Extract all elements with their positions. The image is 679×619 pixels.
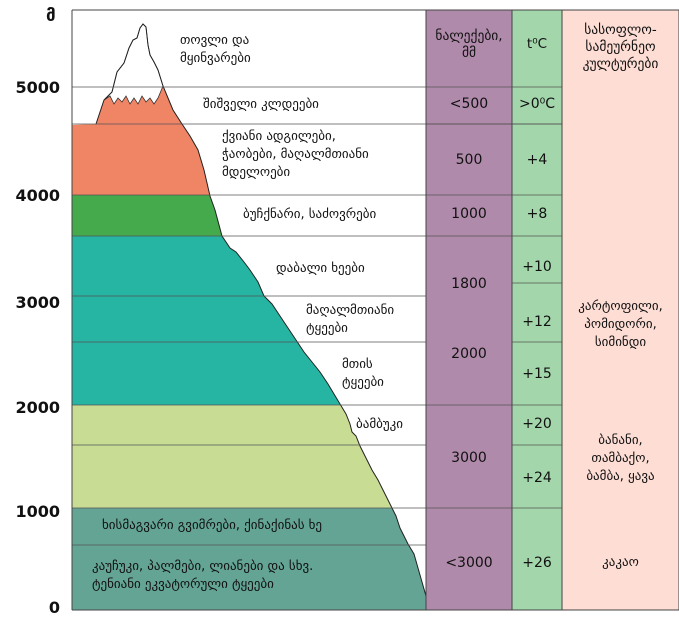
precip-value: <3000 (445, 555, 493, 571)
temp-value: >0⁰C (518, 96, 556, 112)
zone-label-rocks: შიშველი კლდეები (203, 97, 319, 112)
crops-column-bg (562, 10, 679, 610)
zone-label-alpine: ქვიანი ადგილები, ჭაობები, მაღალმთიანი მდ… (222, 129, 369, 180)
temp-value: +26 (522, 555, 552, 571)
temp-value: +24 (522, 470, 552, 486)
tick-3000: 3000 (15, 293, 60, 312)
zone-label-highland-forest: მაღალმთიანი ტყეები (306, 303, 395, 336)
header-temperature: t⁰C (526, 36, 548, 52)
tick-4000: 4000 (15, 186, 60, 205)
tick-0: 0 (48, 598, 60, 617)
header-precipitation: ნალექები, მმ (435, 28, 503, 61)
grid-lines (72, 86, 562, 546)
tick-1000: 1000 (15, 502, 60, 521)
crops-tropical: კაკაო (602, 555, 639, 570)
axis-unit: მ (46, 6, 56, 26)
zone-label-bamboo: ბამბუკი (356, 417, 404, 432)
precip-value: <500 (449, 96, 489, 112)
zone-label-tree-ferns: ხისმაგვარი გვიმრები, ქინაქინას ხე (102, 518, 323, 533)
temp-column-bg (512, 10, 562, 610)
precip-value: 1000 (451, 206, 487, 222)
crops-highland: კარტოფილი, პომიდორი, სიმინდი (578, 299, 663, 350)
mountain-outline (95, 23, 427, 597)
temp-value: +4 (526, 152, 548, 168)
tick-2000: 2000 (15, 398, 60, 417)
zone-label-mountain-forest: მთის ტყეები (342, 357, 384, 390)
temp-value: +8 (526, 206, 548, 222)
precip-column-bg (426, 10, 512, 610)
precip-value: 2000 (451, 346, 487, 362)
tick-5000: 5000 (15, 78, 60, 97)
header-crops: სასოფლო- სამეურნეო კულტურები (582, 22, 659, 72)
crops-lowland: ბანანი, თამბაქო, ბამბა, ყავა (586, 433, 655, 484)
zone-label-snow: თოვლი და მყინვარები (180, 33, 251, 66)
zone-label-shrubs: ბუჩქნარი, საძოვრები (243, 207, 377, 222)
tropical-zone (72, 508, 426, 610)
zone-label-tropical: კაუჩუკი, პალმები, ლიანები და სხვ. ტენიან… (92, 559, 314, 592)
temp-value: +20 (522, 416, 552, 432)
temp-value: +10 (522, 259, 552, 275)
snow-cap (103, 23, 164, 105)
precip-value: 3000 (451, 450, 487, 466)
precip-value: 500 (455, 152, 483, 168)
temp-value: +12 (522, 314, 552, 330)
column-lines (71, 9, 679, 611)
temp-value: +15 (522, 366, 552, 382)
zone-label-low-trees: დაბალი ხეები (276, 261, 365, 276)
precip-value: 1800 (451, 276, 487, 292)
